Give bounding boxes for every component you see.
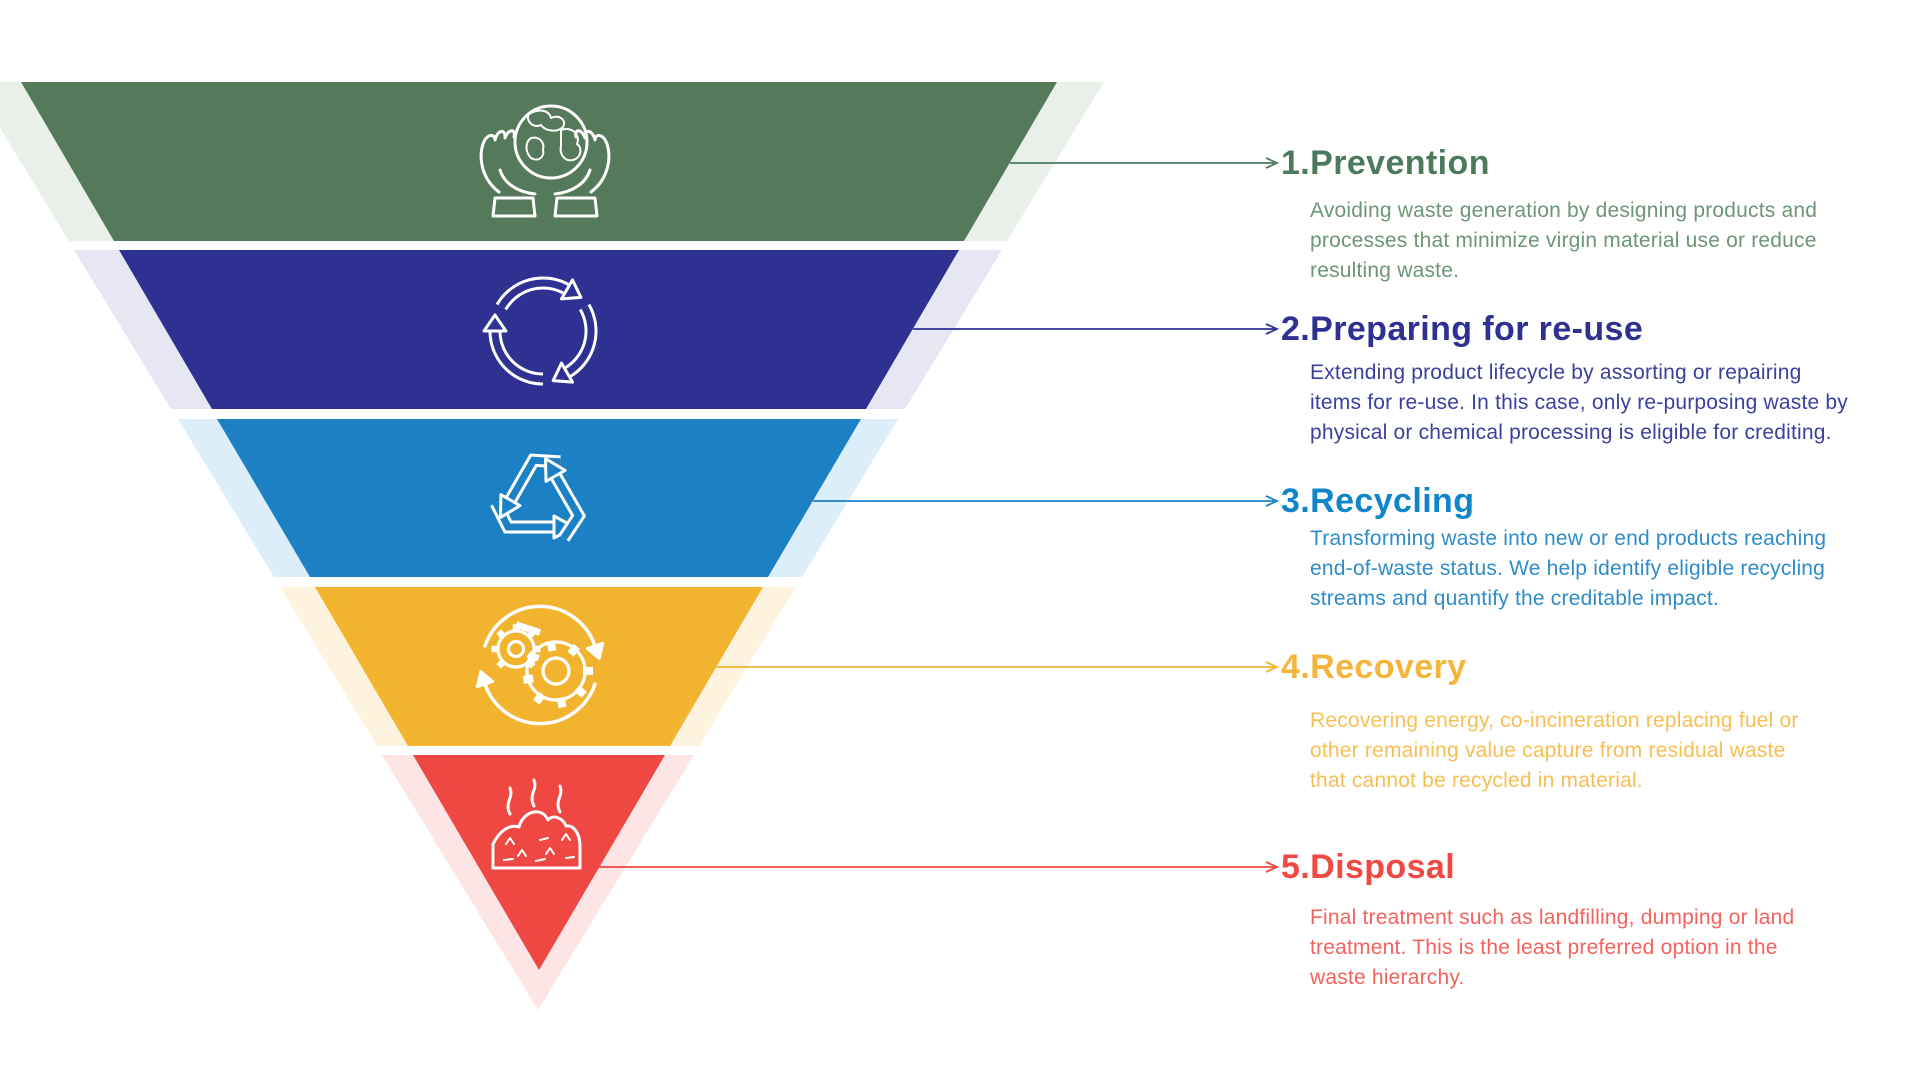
prevention-description: Avoiding waste generation by designing p… bbox=[1310, 199, 1818, 282]
connector-line-recovery bbox=[716, 661, 1280, 673]
disposal-title: 5.Disposal bbox=[1281, 848, 1456, 886]
annotation-recovery: 4.Recovery Recovering energy, co-inciner… bbox=[1281, 647, 1920, 796]
gears-cycle-icon bbox=[475, 604, 605, 726]
connector-line-preparing-for-re-use bbox=[913, 323, 1280, 335]
funnel-layer-preparing-for-re-use bbox=[119, 250, 959, 409]
recovery-description: Recovering energy, co-incineration repla… bbox=[1310, 709, 1799, 792]
prevention-title: 1.Prevention bbox=[1281, 144, 1490, 182]
annotation-disposal: 5.Disposal Final treatment such as landf… bbox=[1281, 847, 1920, 993]
preparing-for-re-use-description: Extending product lifecycle by assorting… bbox=[1310, 361, 1848, 444]
hands-holding-globe-icon bbox=[479, 104, 611, 218]
cycle-arrows-icon bbox=[482, 276, 598, 386]
annotation-recycling: 3.Recycling Transforming waste into new … bbox=[1281, 481, 1920, 614]
annotation-preparing-for-re-use: 2.Preparing for re-use Extending product… bbox=[1281, 309, 1920, 448]
large-gear bbox=[522, 640, 593, 709]
recycling-triangle-icon bbox=[490, 453, 587, 542]
recovery-title: 4.Recovery bbox=[1281, 648, 1467, 686]
preparing-for-re-use-title: 2.Preparing for re-use bbox=[1281, 310, 1644, 348]
connector-line-disposal bbox=[599, 861, 1280, 873]
recycling-title: 3.Recycling bbox=[1281, 482, 1475, 520]
funnel-layer-recycling bbox=[217, 419, 861, 577]
recycling-description: Transforming waste into new or end produ… bbox=[1310, 527, 1827, 610]
funnel-layer-prevention bbox=[21, 82, 1057, 241]
disposal-description: Final treatment such as landfilling, dum… bbox=[1310, 906, 1795, 989]
funnel-layer-recovery bbox=[315, 587, 763, 746]
connector-line-prevention bbox=[1010, 157, 1280, 169]
funnel-layer-disposal bbox=[413, 755, 665, 970]
landfill-smoke-icon bbox=[491, 778, 582, 870]
annotation-prevention: 1.Prevention Avoiding waste generation b… bbox=[1281, 143, 1920, 286]
connector-line-recycling bbox=[813, 495, 1280, 507]
